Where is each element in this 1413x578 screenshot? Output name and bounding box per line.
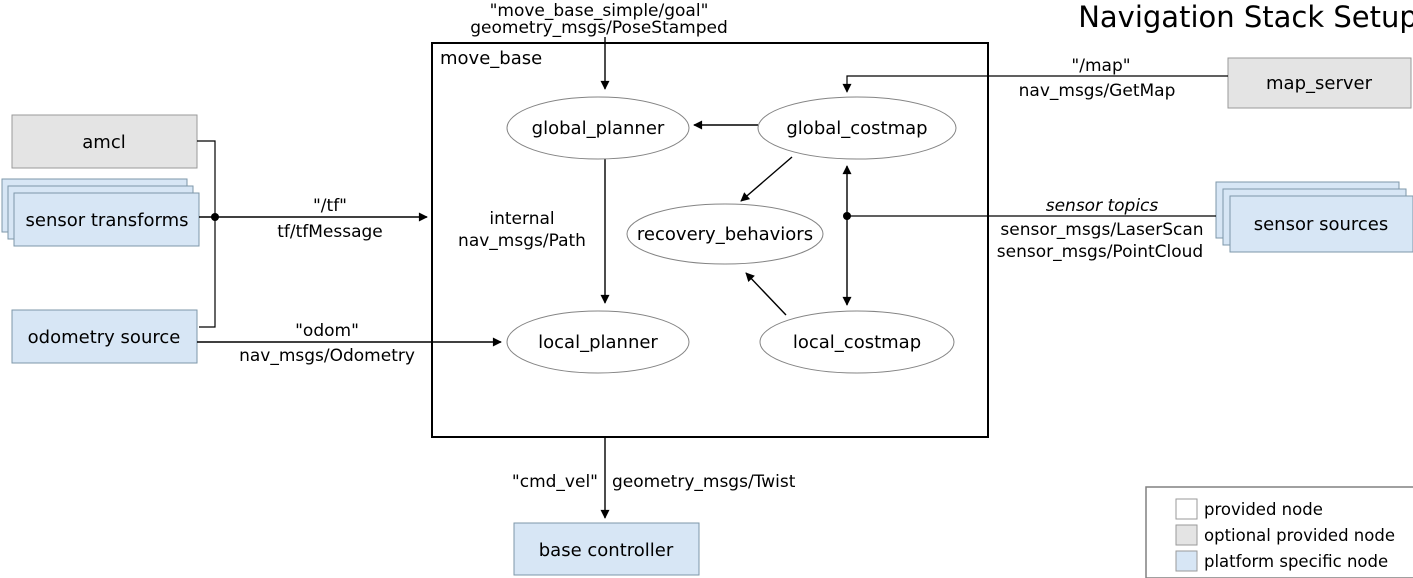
goal-type-label: geometry_msgs/PoseStamped (470, 18, 728, 38)
map-topic-label: "/map" (1071, 56, 1130, 76)
map-server-node-box (1227, 57, 1412, 109)
local-planner-node (506, 310, 690, 374)
recovery-behaviors-label: recovery_behaviors (637, 224, 813, 245)
global-costmap-label: global_costmap (786, 118, 927, 139)
sensor-junction-dot (843, 212, 851, 220)
internal-type-label: nav_msgs/Path (458, 231, 586, 251)
local-costmap-to-recovery-arrow (745, 272, 787, 316)
legend-swatch-optional (1175, 524, 1198, 546)
odom-topic-label: "odom" (295, 321, 359, 341)
internal-label: internal (489, 209, 554, 229)
base-controller-label: base controller (539, 540, 674, 561)
sensor-sources-label: sensor sources (1254, 214, 1389, 235)
amcl-odometry-tf-connector (197, 140, 216, 328)
base-controller-node-box (513, 522, 700, 576)
sensor-transforms-node-box (13, 192, 200, 247)
tf-junction-dot (211, 213, 219, 221)
sensor-sources-node-box (1229, 195, 1413, 253)
legend-label-provided: provided node (1204, 500, 1323, 519)
sensor-transforms-label: sensor transforms (26, 210, 189, 231)
local-planner-label: local_planner (538, 332, 658, 353)
move-base-label: move_base (440, 48, 542, 69)
cmd-vel-type-label: geometry_msgs/Twist (612, 472, 796, 492)
amcl-node-box (11, 114, 198, 169)
recovery-behaviors-node (626, 203, 824, 265)
odometry-source-node-box (11, 309, 198, 364)
local-costmap-label: local_costmap (793, 332, 921, 353)
map-arrow (842, 75, 1228, 93)
global-planner-node (506, 96, 690, 160)
amcl-label: amcl (82, 132, 125, 153)
global-costmap-to-recovery-arrow (740, 156, 793, 202)
odometry-source-label: odometry source (28, 327, 181, 348)
odom-type-label: nav_msgs/Odometry (239, 346, 415, 366)
local-costmap-node (759, 310, 955, 374)
sensor-type-laserscan-label: sensor_msgs/LaserScan (1000, 220, 1203, 240)
legend-swatch-provided (1175, 498, 1198, 520)
sensor-topics-label: sensor topics (1046, 196, 1159, 216)
global-planner-label: global_planner (532, 118, 665, 139)
global-costmap-node (757, 96, 957, 160)
legend-label-optional: optional provided node (1204, 526, 1395, 545)
legend-label-platform: platform specific node (1204, 552, 1388, 571)
move-base-container-box (431, 42, 989, 438)
sensor-type-pointcloud-label: sensor_msgs/PointCloud (997, 242, 1203, 262)
diagram-title: Navigation Stack Setup (1078, 0, 1413, 34)
cmd-vel-topic-label: "cmd_vel" (512, 472, 598, 492)
map-server-label: map_server (1266, 73, 1373, 94)
tf-type-label: tf/tfMessage (277, 222, 383, 242)
map-type-label: nav_msgs/GetMap (1019, 81, 1176, 101)
goal-topic-label: "move_base_simple/goal" (490, 1, 709, 21)
tf-topic-label: "/tf" (313, 196, 347, 216)
legend-swatch-platform (1175, 550, 1198, 572)
